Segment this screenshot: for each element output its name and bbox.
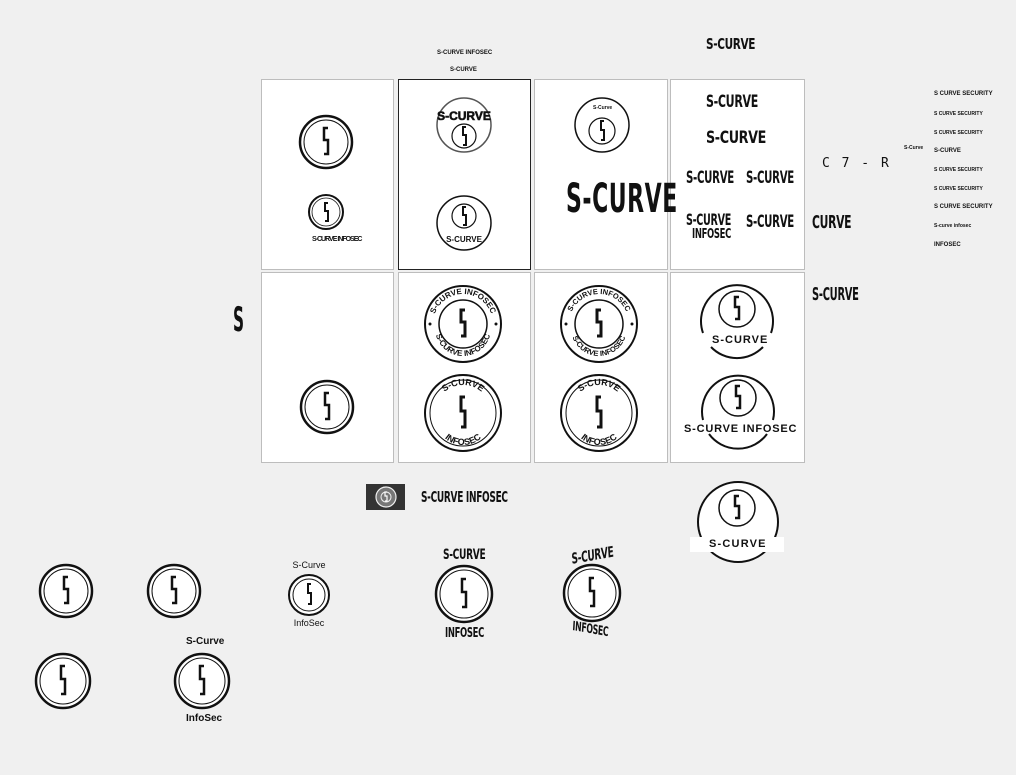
svg-text:INFOSEC: INFOSEC xyxy=(443,431,483,447)
big-banner-ribbon xyxy=(690,537,784,552)
bottom-b-top-label: S-CURVE xyxy=(443,547,486,563)
artboard-3-mini-label: S-Curve xyxy=(593,105,613,111)
svg-text:S-CURVE: S-CURVE xyxy=(576,377,622,394)
strip-wordmark: S-CURVE INFOSEC xyxy=(421,488,508,506)
svg-text:S-CURVE: S-CURVE xyxy=(440,377,486,394)
artboard-4[interactable] xyxy=(670,79,805,270)
bottom-a-bot-label: InfoSec xyxy=(293,618,325,628)
svg-text:INFOSEC: INFOSEC xyxy=(579,431,619,447)
svg-text:S-CURVE: S-CURVE xyxy=(446,235,483,244)
banner-badge-infosec-icon xyxy=(701,374,775,450)
bottom-s-badge-1-icon xyxy=(38,563,94,619)
side-glyph-row: C 7 - R xyxy=(822,156,891,171)
s-logo-small-icon xyxy=(308,194,344,230)
bottom-s-badge-3-icon xyxy=(34,652,92,710)
artboard-1[interactable] xyxy=(261,79,394,270)
right-list-item: S-curve infosec xyxy=(934,223,972,229)
wordmark-variant-5-sub: INFOSEC xyxy=(692,227,731,242)
left-s-glyph: S xyxy=(233,300,244,340)
wordmark-variant-3: S-CURVE xyxy=(686,168,734,188)
bottom-d-bot-label: InfoSec xyxy=(186,713,223,724)
s-logo-icon xyxy=(298,114,354,170)
s-logo-icon-2 xyxy=(299,379,355,435)
bottom-a-top-label: S-Curve xyxy=(292,560,326,570)
seal-top-f: S-CURVE xyxy=(440,377,486,394)
bottom-a-badge-icon xyxy=(288,574,330,616)
right-list-item: S CURVE SECURITY xyxy=(934,91,993,97)
side-wordmark-1: CURVE xyxy=(812,212,852,233)
artboard-3-wordmark: S-CURVE xyxy=(566,176,678,222)
banner-h2-label: S-CURVE INFOSEC xyxy=(684,423,798,435)
bottom-b-badge-icon xyxy=(434,564,494,624)
right-list-item: S-CURVE xyxy=(934,148,961,154)
wordmark-variant-5: S-CURVE xyxy=(686,210,732,229)
s-logo-stamp-icon: S-CURVE xyxy=(436,195,492,251)
seal-bot-g: INFOSEC xyxy=(579,431,619,447)
right-list-item: S CURVE SECURITY xyxy=(934,130,983,136)
bottom-s-badge-2-icon xyxy=(146,563,202,619)
bottom-b-bot-label: INFOSEC xyxy=(445,626,484,641)
seal-scurve-infosec-icon-2: S-CURVE INFOSEC xyxy=(560,374,638,452)
seal-scurve-infosec-icon: S-CURVE INFOSEC xyxy=(424,374,502,452)
top-wordmark: S-CURVE xyxy=(706,35,756,53)
right-list-side-label: S-Curve xyxy=(904,145,924,151)
right-list-item: S CURVE SECURITY xyxy=(934,111,983,117)
svg-text:S-CURVE: S-CURVE xyxy=(437,109,491,123)
ring-seal-infosec-icon: S-CURVE INFOSEC S-CURVE INFOSEC xyxy=(424,285,502,363)
bottom-d-top-label: S-Curve xyxy=(186,636,225,647)
seal-top-g: S-CURVE xyxy=(576,377,622,394)
big-banner-label: S-CURVE xyxy=(709,538,767,550)
side-wordmark-2: S-CURVE xyxy=(812,284,859,305)
banner-h1-label: S-CURVE xyxy=(712,334,769,346)
top-caption-scurve: S-CURVE xyxy=(450,67,477,73)
wordmark-variant-6: S-CURVE xyxy=(746,212,794,232)
s-logo-outline-icon: S-CURVE xyxy=(436,97,492,153)
right-list-item: S CURVE SECURITY xyxy=(934,167,983,173)
top-caption-infosec: S-CURVE INFOSEC xyxy=(437,50,493,56)
wordmark-variant-1: S-CURVE xyxy=(706,92,758,112)
right-list-item: S CURVE SECURITY xyxy=(934,186,983,192)
bottom-c-badge-icon xyxy=(562,563,622,623)
wordmark-variant-4: S-CURVE xyxy=(746,168,794,188)
right-list-item: S CURVE SECURITY xyxy=(934,204,993,210)
ring-seal-infosec-icon-2: S-CURVE INFOSEC S-CURVE INFOSEC xyxy=(560,285,638,363)
right-list-item: INFOSEC xyxy=(934,242,961,248)
bottom-d-badge-icon xyxy=(173,652,231,710)
banner-badge-scurve-icon xyxy=(700,284,774,360)
strip-logo-thumb xyxy=(366,484,405,510)
seal-bot-f: INFOSEC xyxy=(443,431,483,447)
s-logo-mini-icon xyxy=(574,97,630,153)
wordmark-variant-2: S-CURVE xyxy=(706,128,766,148)
artboard-1-caption: S-CURVE INFOSEC xyxy=(312,236,362,243)
